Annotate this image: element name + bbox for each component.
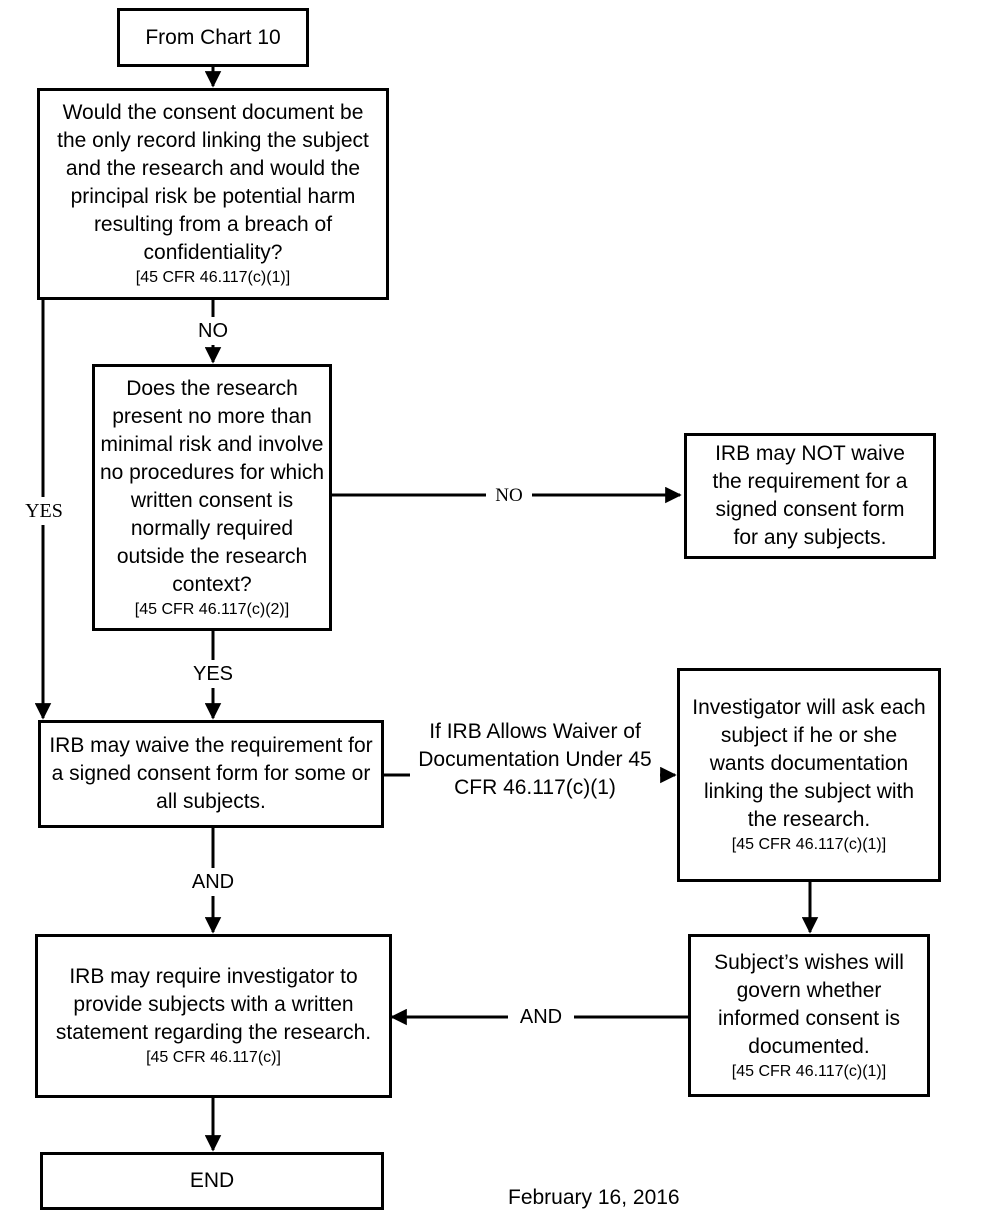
end-node-text: END bbox=[189, 1169, 235, 1192]
edge-label-waive-and: AND bbox=[180, 868, 246, 896]
node-investigator-ask-text: Investigator will ask each subject if he… bbox=[692, 696, 926, 831]
node-may-not-waive-text: IRB may NOT waive the requirement for a … bbox=[712, 442, 908, 549]
node-investigator-ask-citation: [45 CFR 46.117(c)(1)] bbox=[731, 836, 887, 853]
end-node: END bbox=[40, 1152, 384, 1210]
edge-label-q2-yes: YES bbox=[182, 660, 244, 688]
node-written-statement-citation: [45 CFR 46.117(c)] bbox=[146, 1049, 281, 1066]
footer-date: February 16, 2016 bbox=[508, 1186, 680, 1209]
node-written-statement: IRB may require investigator to provide … bbox=[35, 934, 392, 1098]
edge-label-q2-no: NO bbox=[486, 482, 532, 510]
node-may-waive: IRB may waive the requirement for a sign… bbox=[38, 720, 384, 828]
edge-label-q1-no: NO bbox=[190, 317, 236, 345]
decision-minimal-risk-text: Does the research present no more than m… bbox=[99, 376, 325, 596]
edge-label-q1-yes: YES bbox=[18, 497, 70, 525]
node-subject-wishes-text: Subject’s wishes will govern whether inf… bbox=[714, 950, 904, 1058]
edge-label-wishes-and: AND bbox=[508, 1003, 574, 1031]
node-subject-wishes: Subject’s wishes will govern whether inf… bbox=[688, 934, 930, 1097]
decision-node-confidentiality: Would the consent document be the only r… bbox=[37, 88, 389, 300]
node-written-statement-text: IRB may require investigator to provide … bbox=[55, 965, 372, 1044]
decision-minimal-risk-citation: [45 CFR 46.117(c)(2)] bbox=[134, 600, 290, 618]
node-investigator-ask: Investigator will ask each subject if he… bbox=[677, 668, 941, 882]
node-may-waive-text: IRB may waive the requirement for a sign… bbox=[49, 734, 373, 813]
decision-confidentiality-citation: [45 CFR 46.117(c)(1)] bbox=[135, 269, 291, 286]
node-subject-wishes-citation: [45 CFR 46.117(c)(1)] bbox=[731, 1062, 887, 1080]
start-node: From Chart 10 bbox=[117, 8, 309, 67]
decision-confidentiality-text: Would the consent document be the only r… bbox=[57, 101, 369, 264]
decision-node-minimal-risk: Does the research present no more than m… bbox=[92, 364, 332, 631]
node-may-not-waive: IRB may NOT waive the requirement for a … bbox=[684, 433, 936, 559]
start-node-text: From Chart 10 bbox=[145, 25, 281, 49]
edge-label-waiver-condition: If IRB Allows Waiver of Documentation Un… bbox=[410, 718, 660, 802]
